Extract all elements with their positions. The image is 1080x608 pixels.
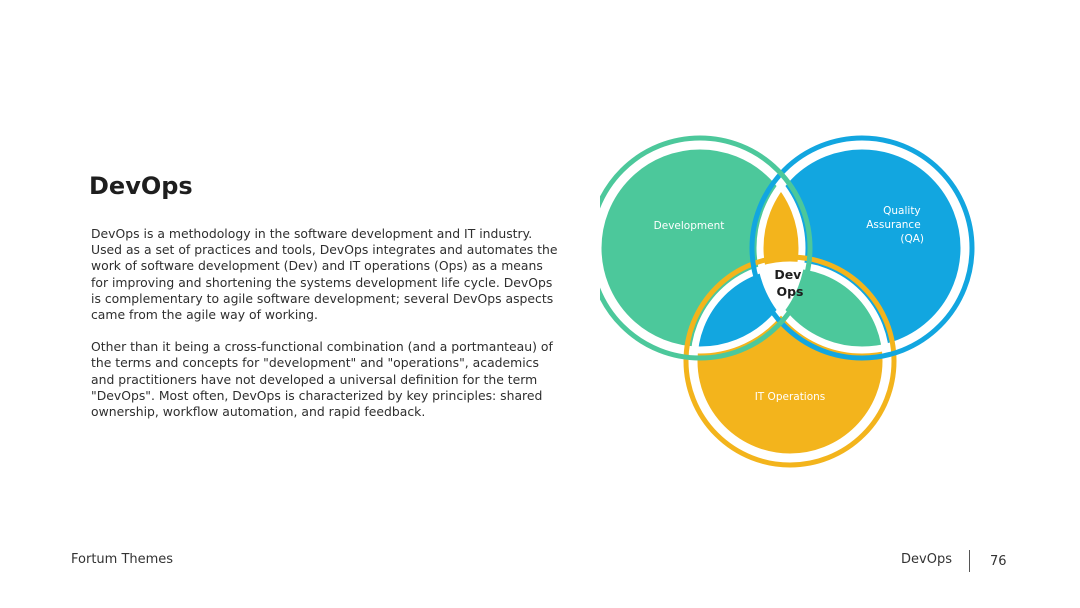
slide-body: DevOps is a methodology in the software … — [91, 226, 561, 436]
label-qa-line-3: (QA) — [900, 233, 924, 245]
footer-brand: Fortum Themes — [71, 552, 174, 567]
slide-title: DevOps — [89, 172, 193, 200]
label-qa-line-2: Assurance — [866, 219, 920, 231]
ring-development — [600, 135, 813, 361]
devops-venn-diagram: Development Quality Assurance (QA) IT Op… — [600, 135, 975, 468]
ring-qa — [749, 135, 975, 361]
overlap-dev-ops — [694, 265, 802, 350]
footer-divider — [969, 550, 970, 572]
label-qa-line-1: Quality — [883, 205, 921, 217]
label-development: Development — [654, 220, 725, 232]
page-number: 76 — [990, 554, 1007, 569]
label-center-line-2: Ops — [776, 284, 803, 299]
label-center-line-1: Dev — [774, 267, 801, 282]
body-paragraph-2: Other than it being a cross-functional c… — [91, 339, 553, 420]
label-center: Dev Ops — [774, 267, 805, 299]
label-it-operations: IT Operations — [755, 391, 826, 403]
body-paragraph-1: DevOps is a methodology in the software … — [91, 226, 558, 323]
label-qa: Quality Assurance (QA) — [866, 205, 924, 245]
overlap-qa-ops — [760, 265, 886, 350]
ring-itops — [683, 254, 897, 468]
footer-section-title: DevOps — [901, 552, 952, 567]
